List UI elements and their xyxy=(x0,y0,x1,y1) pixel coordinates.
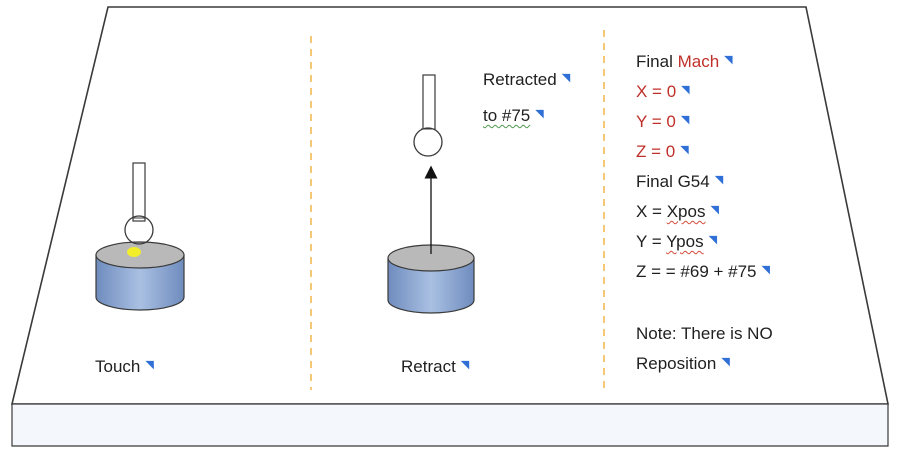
paragraph-mark-icon: ◥ xyxy=(724,54,733,66)
paragraph-mark-icon: ◥ xyxy=(710,204,719,216)
final-note-text1: Note: There is NO xyxy=(636,324,773,343)
paragraph-mark-icon: ◥ xyxy=(561,72,571,84)
retract-label-text: Retract xyxy=(401,357,456,376)
final-mach-z-text: Z = 0 xyxy=(636,142,676,161)
final-g54-z-text: Z = = #69 + #75 xyxy=(636,262,757,281)
final-g54-y-prefix: Y = xyxy=(636,232,667,251)
final-g54-y: Y = Ypos ◥ xyxy=(636,230,717,252)
paragraph-mark-icon: ◥ xyxy=(680,144,689,156)
table-front-face xyxy=(11,403,889,447)
retract-stock-cylinder xyxy=(387,244,475,314)
final-note-line2: Reposition ◥ xyxy=(636,352,730,374)
retract-label: Retract ◥ xyxy=(401,355,469,377)
paragraph-mark-icon: ◥ xyxy=(460,359,470,371)
paragraph-mark-icon: ◥ xyxy=(761,264,770,276)
final-g54-heading-text: Final G54 xyxy=(636,172,710,191)
final-mach-heading: Final Mach ◥ xyxy=(636,50,733,72)
paragraph-mark-icon: ◥ xyxy=(721,356,730,368)
final-mach-y: Y = 0 ◥ xyxy=(636,110,689,132)
final-g54-x: X = Xpos ◥ xyxy=(636,200,719,222)
final-note-text2: Reposition xyxy=(636,354,717,373)
retract-note-text1: Retracted xyxy=(483,70,557,89)
paragraph-mark-icon: ◥ xyxy=(680,114,690,126)
paragraph-mark-icon: ◥ xyxy=(535,108,544,120)
paragraph-mark-icon: ◥ xyxy=(681,84,690,96)
final-g54-x-value: Xpos xyxy=(666,202,706,221)
retract-probe xyxy=(413,74,443,157)
touch-label: Touch ◥ xyxy=(95,355,154,377)
paragraph-mark-icon: ◥ xyxy=(708,234,718,246)
final-mach-word: Mach xyxy=(677,52,720,71)
paragraph-mark-icon: ◥ xyxy=(714,174,724,186)
touch-probe xyxy=(124,162,154,245)
final-mach-y-text: Y = 0 xyxy=(636,112,676,131)
paragraph-mark-icon: ◥ xyxy=(145,359,154,371)
retract-note-line1: Retracted ◥ xyxy=(483,68,570,90)
touch-label-text: Touch xyxy=(95,357,141,376)
final-g54-z: Z = = #69 + #75 ◥ xyxy=(636,260,770,282)
final-g54-heading: Final G54 ◥ xyxy=(636,170,723,192)
retract-note-text2: to #75 xyxy=(483,106,531,125)
final-note-line1: Note: There is NO xyxy=(636,323,773,344)
final-mach-x: X = 0 ◥ xyxy=(636,80,690,102)
final-mach-x-text: X = 0 xyxy=(636,82,677,101)
final-mach-prefix: Final xyxy=(636,52,678,71)
final-g54-y-value: Ypos xyxy=(666,232,704,251)
contact-point xyxy=(127,247,141,257)
touch-stock-cylinder xyxy=(95,241,185,311)
final-mach-z: Z = 0 ◥ xyxy=(636,140,689,162)
final-g54-x-prefix: X = xyxy=(636,202,667,221)
retract-note-line2: to #75 ◥ xyxy=(483,104,544,126)
